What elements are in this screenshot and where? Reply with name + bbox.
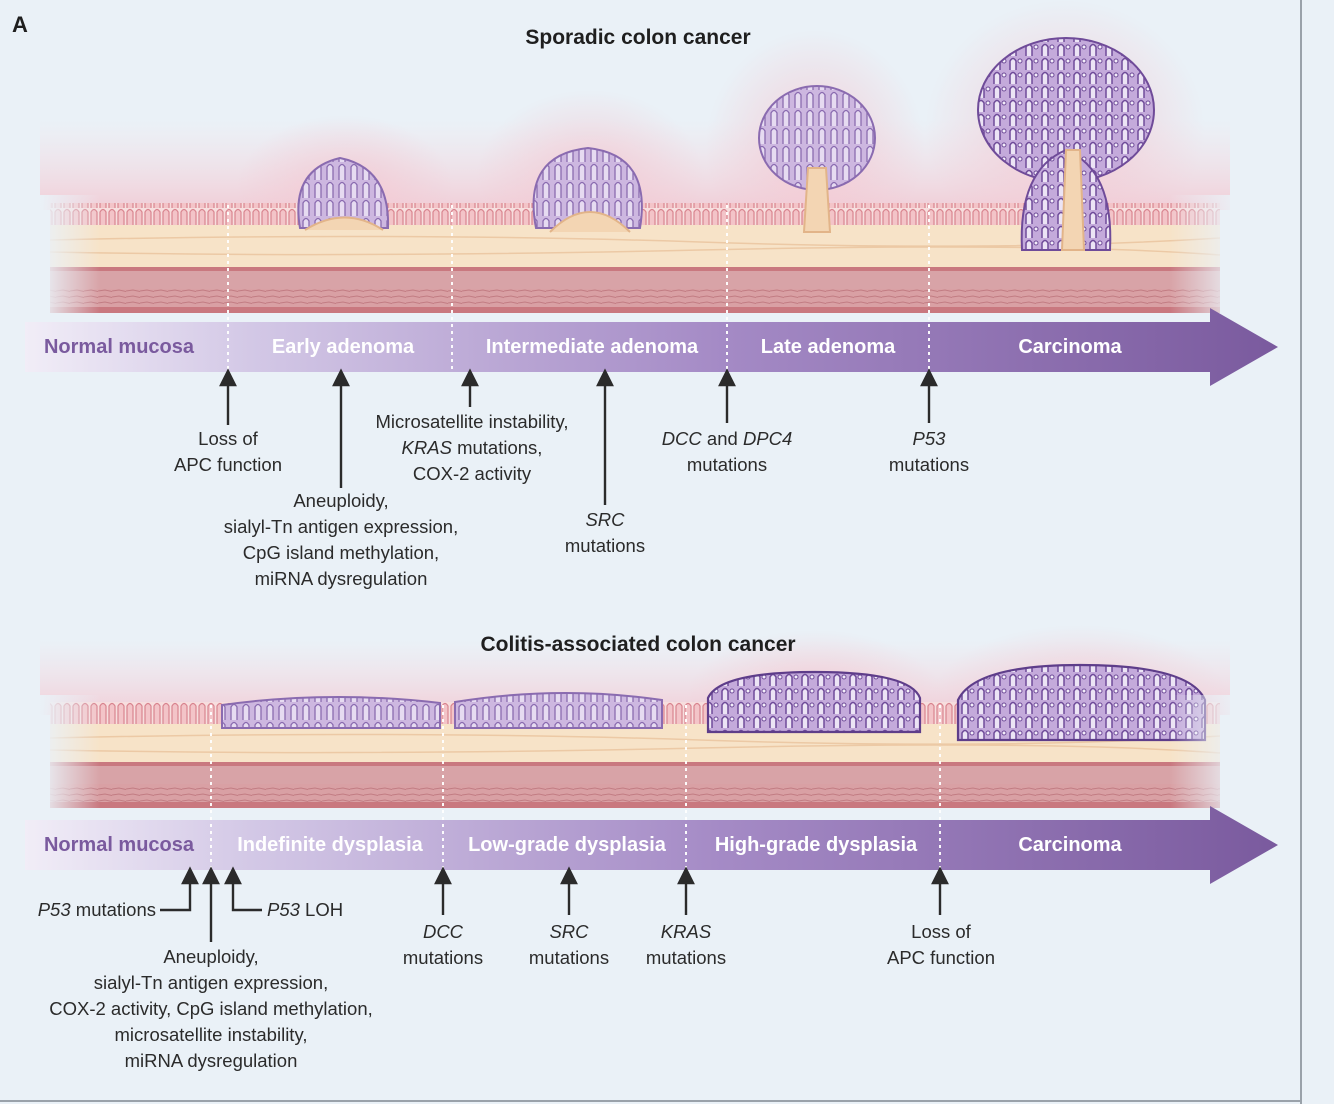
gene-name: P53 xyxy=(912,428,946,449)
sporadic-annotation-apc: Loss of APC function xyxy=(174,426,282,478)
sporadic-stage-late-adenoma: Late adenoma xyxy=(760,336,896,358)
colitis-stage-high-grade-dysplasia: High-grade dysplasia xyxy=(714,834,918,856)
annotation-text: LOH xyxy=(299,899,344,920)
colitis-stage-normal-mucosa: Normal mucosa xyxy=(43,834,195,856)
panel-label: A xyxy=(12,12,28,37)
gene-name: DCC xyxy=(661,428,702,449)
sporadic-stage-normal-mucosa: Normal mucosa xyxy=(43,336,195,358)
colitis-stage-low-grade-dysplasia: Low-grade dysplasia xyxy=(468,834,666,856)
annotation-text: and xyxy=(701,428,743,449)
colitis-annotation-src: SRC mutations xyxy=(529,919,609,971)
annotation-line: mutations xyxy=(645,947,727,968)
sporadic-stage-early-adenoma: Early adenoma xyxy=(271,336,415,358)
annotation-line: COX-2 activity xyxy=(412,463,532,484)
annotation-line: mutations xyxy=(564,535,646,556)
annotation-text: mutations xyxy=(70,899,156,920)
colitis-annotation-dcc: DCC mutations xyxy=(403,919,483,971)
annotation-line: mutations xyxy=(686,454,768,475)
annotation-line: APC function xyxy=(174,454,282,475)
annotation-line: Microsatellite instability, xyxy=(375,411,569,432)
gene-name: KRAS xyxy=(660,921,712,942)
colitis-title: Colitis-associated colon cancer xyxy=(480,633,796,656)
sporadic-stage-carcinoma: Carcinoma xyxy=(1018,336,1122,358)
sporadic-annotation-dcc-dpc4: DCC and DPC4 mutations xyxy=(662,426,793,478)
annotation-line: Aneuploidy, xyxy=(163,946,259,967)
gene-name: SRC xyxy=(585,509,625,530)
annotation-line: mutations xyxy=(528,947,610,968)
annotation-line: sialyl-Tn antigen expression, xyxy=(93,972,329,993)
annotation-line: DCC and DPC4 xyxy=(662,426,793,452)
annotation-line: CpG island methylation, xyxy=(242,542,440,563)
sporadic-annotation-msi: Microsatellite instability, KRAS mutatio… xyxy=(376,409,569,487)
colitis-annotation-kras: KRAS mutations xyxy=(646,919,726,971)
gene-name: DCC xyxy=(422,921,464,942)
annotation-line: KRAS mutations, xyxy=(376,435,569,461)
annotation-line: mutations xyxy=(888,454,970,475)
annotation-line: miRNA dysregulation xyxy=(124,1050,298,1071)
sporadic-annotation-p53: P53 mutations xyxy=(889,426,969,478)
sporadic-title: Sporadic colon cancer xyxy=(525,26,751,49)
sporadic-stage-intermediate-adenoma: Intermediate adenoma xyxy=(485,336,699,358)
colitis-stage-carcinoma: Carcinoma xyxy=(1018,834,1122,856)
gene-name: SRC xyxy=(549,921,589,942)
colitis-annotation-p53-mutations: P53 mutations xyxy=(38,897,156,923)
colitis-annotation-apc: Loss of APC function xyxy=(887,919,995,971)
annotation-line: Loss of xyxy=(911,921,971,942)
annotation-line: mutations xyxy=(402,947,484,968)
annotation-line: COX-2 activity, CpG island methylation, xyxy=(49,998,373,1019)
annotation-line: Loss of xyxy=(198,428,258,449)
annotation-line: microsatellite instability, xyxy=(114,1024,308,1045)
annotation-text: mutations, xyxy=(451,437,543,458)
gene-name: DPC4 xyxy=(742,428,793,449)
annotation-line: Aneuploidy, xyxy=(293,490,389,511)
sporadic-annotation-src: SRC mutations xyxy=(565,507,645,559)
annotation-line: APC function xyxy=(887,947,995,968)
annotation-line: miRNA dysregulation xyxy=(254,568,428,589)
gene-name: P53 xyxy=(267,899,300,920)
gene-name: KRAS xyxy=(401,437,452,458)
colitis-annotation-aneuploidy: Aneuploidy, sialyl-Tn antigen expression… xyxy=(49,944,373,1074)
colitis-stage-indefinite-dysplasia: Indefinite dysplasia xyxy=(237,834,423,856)
gene-name: P53 xyxy=(37,899,71,920)
annotation-line: sialyl-Tn antigen expression, xyxy=(223,516,459,537)
sporadic-annotation-aneuploidy: Aneuploidy, sialyl-Tn antigen expression… xyxy=(224,488,458,592)
colitis-annotation-p53-loh: P53 LOH xyxy=(267,897,343,923)
